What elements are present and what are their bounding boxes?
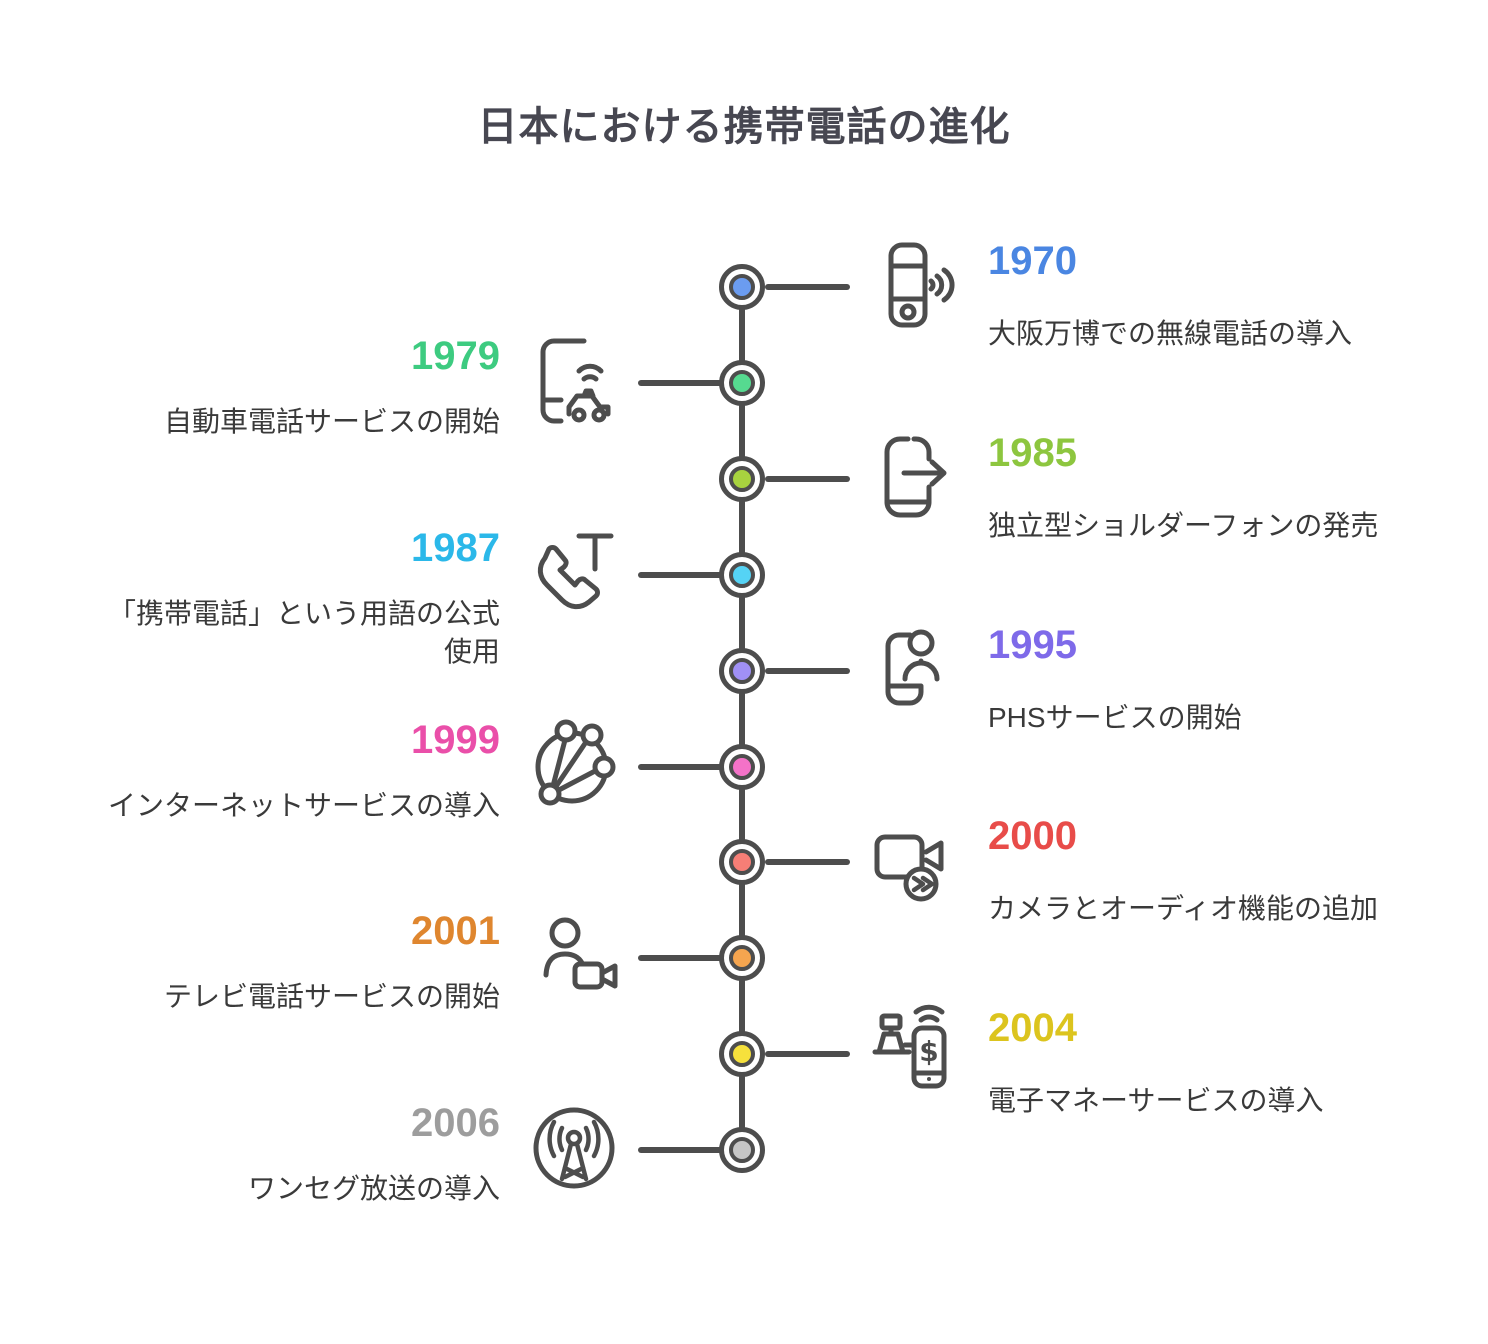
event-year: 2001	[411, 909, 500, 953]
timeline-node-dot	[729, 562, 755, 588]
timeline-node	[719, 839, 765, 885]
video-call-person-icon	[524, 906, 624, 1006]
handset-text-icon	[524, 523, 624, 623]
mobile-payment-icon: $	[858, 1002, 958, 1102]
timeline-node-dot	[729, 466, 755, 492]
timeline-node-dot	[729, 658, 755, 684]
timeline-connector	[765, 859, 850, 865]
event-year: 2000	[988, 814, 1077, 858]
svg-text:$: $	[919, 1035, 938, 1068]
phs-person-phone-icon	[858, 619, 958, 719]
timeline-node	[719, 744, 765, 790]
event-description: インターネットサービスの導入	[107, 790, 500, 821]
timeline-connector	[765, 284, 850, 290]
timeline-node-dot	[729, 754, 755, 780]
event-description: 独立型ショルダーフォンの発売	[988, 510, 1379, 541]
timeline-node	[719, 648, 765, 694]
timeline-connector	[638, 955, 723, 961]
timeline-node-dot	[729, 370, 755, 396]
event-description: PHSサービスの開始	[988, 702, 1242, 733]
event-description: ワンセグ放送の導入	[247, 1173, 500, 1204]
timeline-node-dot	[729, 849, 755, 875]
event-year: 1979	[411, 334, 500, 378]
event-year: 1987	[411, 526, 500, 570]
shoulder-phone-launch-icon	[858, 427, 958, 527]
timeline-node	[719, 1031, 765, 1077]
timeline-node	[719, 1127, 765, 1173]
timeline-node-dot	[729, 274, 755, 300]
event-description: 「携帯電話」という用語の公式 使用	[107, 598, 500, 667]
timeline-node	[719, 935, 765, 981]
timeline-connector	[765, 1051, 850, 1057]
timeline-connector	[765, 476, 850, 482]
car-phone-icon	[524, 331, 624, 431]
timeline-connector	[638, 764, 723, 770]
timeline-node	[719, 456, 765, 502]
timeline-connector	[638, 572, 723, 578]
timeline-connector	[638, 380, 723, 386]
event-description: 大阪万博での無線電話の導入	[988, 318, 1353, 349]
event-description: 自動車電話サービスの開始	[163, 406, 500, 437]
event-description: 電子マネーサービスの導入	[988, 1085, 1324, 1116]
event-description: テレビ電話サービスの開始	[163, 981, 500, 1012]
timeline-connector	[765, 668, 850, 674]
page-title: 日本における携帯電話の進化	[477, 105, 1011, 149]
portable-phone-signal-icon	[858, 235, 958, 335]
timeline-connector	[638, 1147, 723, 1153]
event-year: 2006	[411, 1101, 500, 1145]
event-year: 1999	[411, 718, 500, 762]
event-year: 1995	[988, 623, 1077, 667]
event-year: 2004	[988, 1006, 1077, 1050]
event-description: カメラとオーディオ機能の追加	[988, 893, 1379, 924]
timeline-node-dot	[729, 945, 755, 971]
network-icon	[524, 715, 624, 815]
event-year: 1970	[988, 239, 1077, 283]
timeline-node-dot	[729, 1137, 755, 1163]
broadcast-tower-icon	[524, 1098, 624, 1198]
event-year: 1985	[988, 431, 1077, 475]
video-camera-icon	[858, 810, 958, 910]
timeline-line	[739, 287, 745, 1151]
timeline-node-dot	[729, 1041, 755, 1067]
